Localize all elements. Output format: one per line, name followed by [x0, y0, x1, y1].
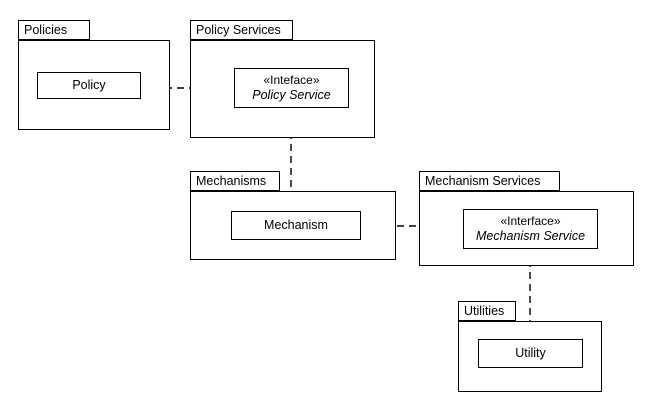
- class-box-policy[interactable]: Policy: [37, 72, 141, 99]
- package-tab-mechanisms[interactable]: Mechanisms: [190, 171, 280, 191]
- class-name-policy: Policy: [72, 78, 106, 93]
- package-label-policy-services: Policy Services: [196, 22, 281, 37]
- package-body-policies[interactable]: [18, 40, 170, 130]
- interface-name-policy-service: Policy Service: [252, 87, 331, 102]
- package-tab-utilities[interactable]: Utilities: [458, 301, 516, 321]
- package-label-policies: Policies: [24, 22, 68, 37]
- package-label-mechanism-services: Mechanism Services: [425, 173, 541, 188]
- stereotype-policy-service: «Inteface»: [263, 72, 320, 87]
- class-box-utility[interactable]: Utility: [478, 339, 583, 368]
- interface-name-mechanism-service: Mechanism Service: [475, 228, 586, 243]
- package-label-mechanisms: Mechanisms: [196, 173, 267, 188]
- package-label-utilities: Utilities: [464, 303, 505, 318]
- stereotype-mechanism-service: «Interface»: [500, 213, 561, 228]
- class-name-mechanism: Mechanism: [264, 218, 328, 233]
- package-tab-policies[interactable]: Policies: [18, 20, 90, 40]
- package-tab-policy-services[interactable]: Policy Services: [190, 20, 293, 40]
- package-tab-mechanism-services[interactable]: Mechanism Services: [419, 171, 560, 191]
- interface-box-policy-service[interactable]: «Inteface» Policy Service: [234, 68, 349, 108]
- package-body-mechanisms[interactable]: [190, 191, 396, 260]
- class-box-mechanism[interactable]: Mechanism: [231, 211, 361, 240]
- class-name-utility: Utility: [515, 346, 546, 361]
- interface-box-mechanism-service[interactable]: «Interface» Mechanism Service: [463, 209, 598, 249]
